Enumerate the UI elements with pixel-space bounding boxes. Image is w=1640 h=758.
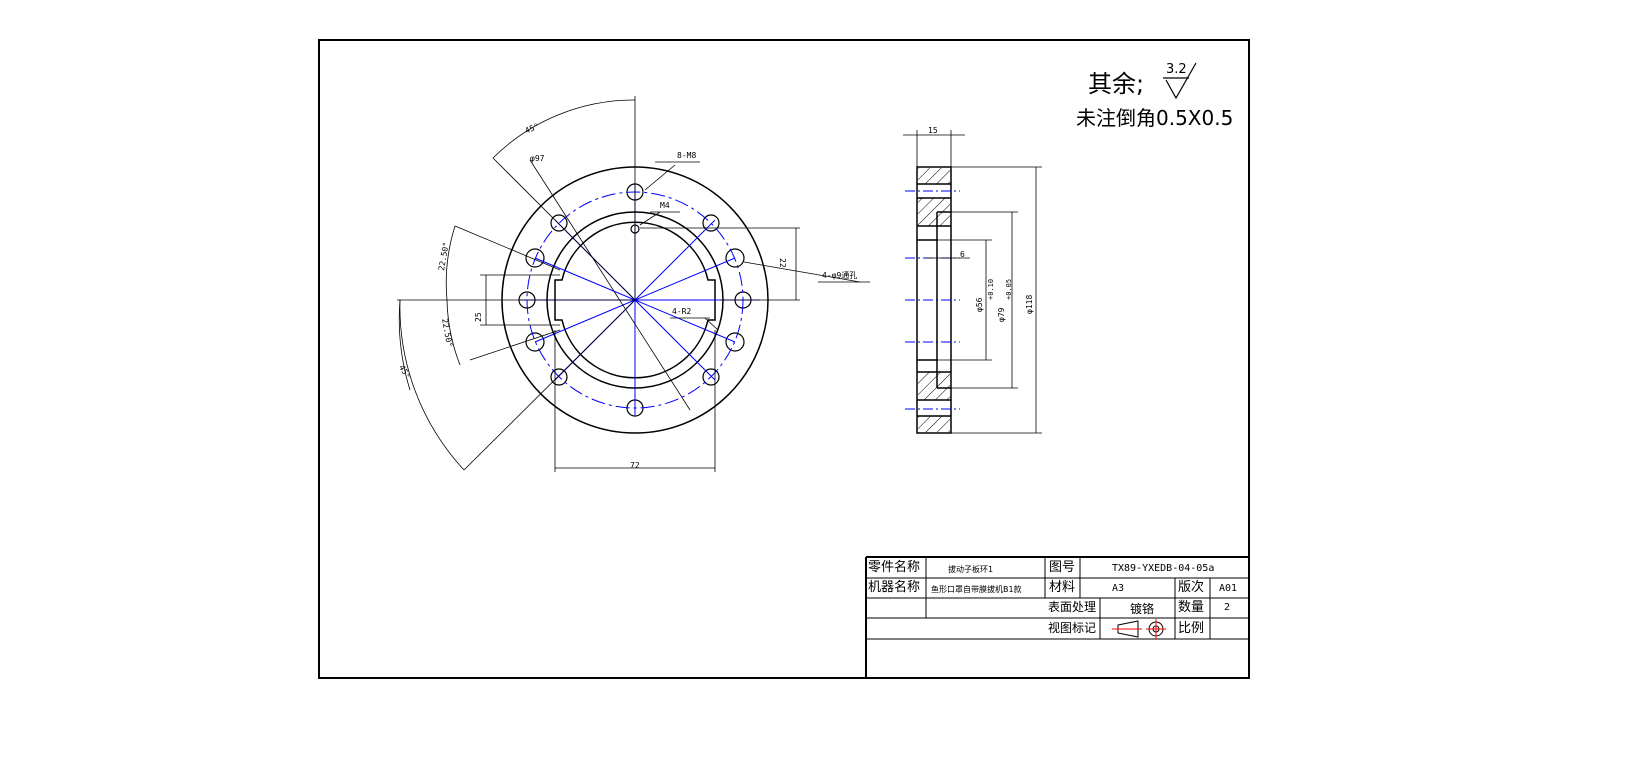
tb-quantity-value: 2 (1224, 602, 1231, 613)
tb-material-value: A3 (1112, 583, 1125, 594)
dim-bore: φ56 (975, 297, 984, 312)
dim-tol-upper: +0.10 (987, 278, 995, 300)
dim-bolt-circle: φ97 (530, 154, 545, 163)
dim-holes-note: 4-φ9通孔 (822, 271, 858, 280)
dim-tol-lower: +0.05 (1005, 278, 1013, 300)
tb-part-name-value: 拔动子板环1 (948, 565, 994, 574)
other-surfaces-note: 其余; (1088, 70, 1145, 98)
dim-height-25: 25 (474, 312, 483, 322)
tb-machine-name-value: 鱼形口罩自带膜拔机B1款 (931, 585, 1022, 594)
side-dimension-lines (903, 130, 1042, 434)
dim-width-72: 72 (630, 461, 640, 470)
tb-surface-value: 镀铬 (1130, 602, 1155, 616)
projection-symbol (1112, 619, 1166, 639)
title-block-grid (865, 556, 1249, 678)
dim-tapped-small: M4 (660, 201, 670, 210)
dim-height-22: 22 (778, 258, 787, 268)
hatch-bottom-b (918, 416, 950, 432)
front-dimension-lines (397, 96, 870, 472)
dim-outer: φ118 (1025, 294, 1034, 314)
central-bore (554, 221, 716, 379)
tb-material-label: 材料 (1049, 580, 1076, 595)
tb-revision-label: 版次 (1178, 580, 1205, 595)
sheet-border (318, 39, 1250, 679)
tb-quantity-label: 数量 (1178, 600, 1205, 615)
roughness-symbol (1163, 62, 1197, 100)
dim-step-depth: 6 (960, 250, 965, 259)
dim-radius-note: 4-R2 (672, 307, 692, 316)
tb-drawing-no-label: 图号 (1049, 560, 1076, 575)
roughness-value: 3.2 (1166, 62, 1187, 77)
tb-scale-label: 比例 (1178, 621, 1205, 636)
tb-drawing-no-value: TX89-YXEDB-04-05a (1112, 563, 1215, 574)
hatch-top-a (918, 168, 950, 184)
tb-part-name-label: 零件名称 (868, 560, 921, 575)
hatch-bottom-a (918, 372, 950, 400)
dim-thickness: 15 (928, 126, 938, 135)
tb-view-mark-label: 视图标记 (1048, 621, 1097, 635)
chamfer-note: 未注倒角0.5X0.5 (1076, 106, 1234, 130)
dim-spigot: φ79 (997, 307, 1006, 322)
tb-revision-value: A01 (1219, 583, 1238, 594)
dim-tapped-top: 8-M8 (677, 151, 697, 160)
tb-machine-name-label: 机器名称 (868, 580, 921, 595)
tb-surface-label: 表面处理 (1048, 600, 1097, 614)
